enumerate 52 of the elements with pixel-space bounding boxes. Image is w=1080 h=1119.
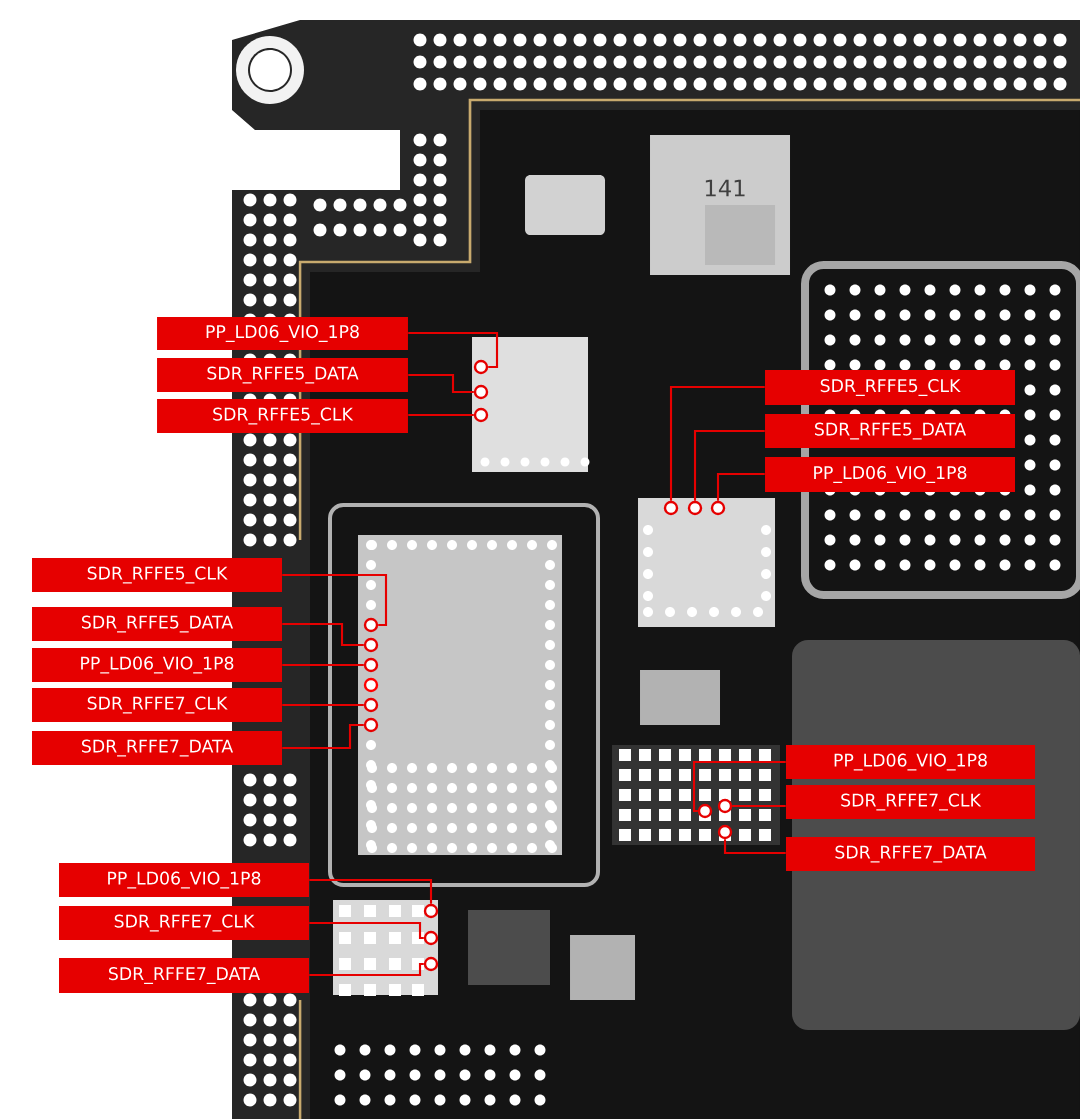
leader-line — [309, 921, 424, 940]
leader-line — [693, 429, 765, 501]
leader-line — [282, 723, 364, 750]
pad-marker — [473, 407, 489, 423]
label-box: SDR_RFFE7_DATA — [786, 837, 1036, 871]
label-box: PP_LD06_VIO_1P8 — [157, 316, 408, 351]
leader-line — [692, 760, 786, 813]
leader-line — [282, 622, 364, 647]
label-box: SDR_RFFE5_DATA — [765, 414, 1015, 448]
leader-line — [309, 962, 424, 977]
label-box: SDR_RFFE5_DATA — [157, 358, 408, 392]
leader-line — [282, 663, 364, 667]
pad-marker — [363, 617, 379, 633]
pad-marker — [363, 717, 379, 733]
label-box: SDR_RFFE5_CLK — [765, 370, 1015, 405]
pad-marker — [473, 384, 489, 400]
pad-marker — [473, 359, 489, 375]
label-box: PP_LD06_VIO_1P8 — [59, 863, 309, 897]
leader-line — [309, 878, 433, 904]
leader-line — [408, 413, 474, 417]
label-box: SDR_RFFE5_DATA — [32, 607, 282, 641]
pad-marker — [363, 697, 379, 713]
leader-line — [732, 804, 786, 808]
label-box: PP_LD06_VIO_1P8 — [32, 648, 282, 682]
pad-marker — [663, 500, 679, 516]
label-box: SDR_RFFE5_CLK — [32, 558, 282, 592]
label-box: PP_LD06_VIO_1P8 — [765, 457, 1015, 492]
label-box: SDR_RFFE7_CLK — [32, 688, 282, 722]
leader-line — [669, 385, 765, 501]
pad-marker — [363, 637, 379, 653]
pad-marker — [423, 956, 439, 972]
label-box: PP_LD06_VIO_1P8 — [786, 745, 1036, 779]
pad-marker — [423, 903, 439, 919]
label-box: SDR_RFFE7_DATA — [32, 731, 282, 765]
label-box: SDR_RFFE7_CLK — [59, 906, 309, 940]
chip-marking: 141 — [705, 179, 745, 197]
leader-line — [408, 373, 474, 394]
pad-marker — [687, 500, 703, 516]
pad-marker — [697, 803, 713, 819]
leader-line — [723, 839, 786, 855]
label-box: SDR_RFFE7_CLK — [786, 785, 1036, 819]
pad-marker — [717, 798, 733, 814]
leader-line — [716, 472, 765, 501]
leader-line — [282, 703, 364, 707]
leader-line — [408, 331, 499, 369]
pad-marker — [717, 824, 733, 840]
pad-marker — [710, 500, 726, 516]
pad-marker — [363, 657, 379, 673]
label-box: SDR_RFFE5_CLK — [157, 399, 408, 433]
leader-line — [282, 573, 388, 627]
pad-marker — [423, 930, 439, 946]
label-box: SDR_RFFE7_DATA — [59, 958, 309, 993]
